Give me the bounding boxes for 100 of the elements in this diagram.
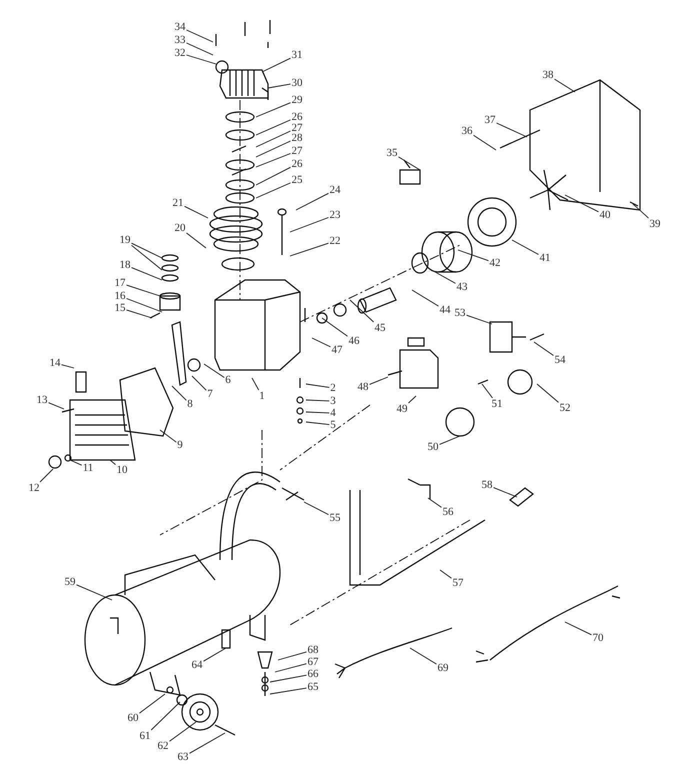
callout-number: 14	[48, 357, 62, 369]
callout-number: 70	[592, 632, 604, 644]
callout-number: 10	[116, 464, 128, 476]
callout-number: 1	[258, 390, 266, 402]
leader-line	[290, 217, 329, 232]
leader-line	[169, 722, 196, 742]
leader-line	[428, 268, 456, 284]
callout-number: 48	[356, 381, 370, 393]
leader-line	[184, 206, 208, 218]
callout-number: 38	[542, 69, 554, 81]
callout-number: 47	[330, 344, 344, 356]
leader-line	[440, 570, 452, 579]
leader-line	[256, 140, 291, 158]
callout-number: 17	[114, 277, 126, 289]
leader-line	[428, 498, 442, 508]
callout-number: 67	[306, 656, 320, 668]
leader-line	[296, 192, 329, 210]
leader-line	[410, 648, 437, 665]
leader-line	[536, 384, 559, 403]
callout-number: 64	[190, 659, 204, 671]
callout-number: 30	[290, 77, 304, 89]
leader-line	[61, 364, 74, 368]
leader-line	[398, 156, 420, 170]
leader-line	[312, 338, 331, 348]
leader-line	[534, 342, 554, 356]
leader-line	[554, 78, 576, 92]
callout-number: 69	[436, 662, 450, 674]
leader-line	[203, 648, 226, 662]
callout-number: 9	[176, 439, 184, 451]
callout-number: 66	[306, 668, 320, 680]
callout-number: 5	[329, 419, 337, 431]
callout-number: 63	[176, 751, 190, 763]
leader-line	[493, 487, 518, 498]
callout-number: 22	[328, 235, 342, 247]
leader-line	[306, 412, 330, 414]
leader-line	[270, 688, 307, 694]
leader-line	[131, 242, 162, 258]
callout-number: 53	[454, 307, 466, 319]
callout-number: 60	[126, 712, 140, 724]
leader-line	[110, 460, 116, 466]
callout-number: 28	[290, 132, 304, 144]
callout-number: 18	[118, 259, 132, 271]
callout-number: 58	[480, 479, 494, 491]
leader-line	[439, 436, 460, 445]
leader-line	[150, 702, 180, 730]
leader-line	[172, 386, 187, 401]
callout-number: 32	[174, 47, 186, 59]
leader-line	[290, 242, 329, 256]
callout-number: 3	[329, 395, 337, 407]
callout-number: 20	[174, 222, 186, 234]
callout-number: 68	[306, 644, 320, 656]
leader-line	[252, 378, 260, 390]
callout-number: 39	[648, 218, 662, 230]
callout-number: 29	[290, 94, 304, 106]
callout-number: 25	[290, 174, 304, 186]
callout-number: 7	[206, 388, 214, 400]
leader-line	[322, 318, 348, 337]
leader-line	[256, 182, 291, 198]
leader-line	[48, 402, 64, 410]
leader-line	[192, 376, 207, 391]
callout-number: 24	[328, 184, 342, 196]
leader-line	[40, 468, 54, 482]
leader-line	[139, 694, 166, 714]
leader-line	[350, 300, 374, 322]
leader-line	[473, 134, 496, 150]
callout-number: 49	[396, 403, 408, 415]
leader-line	[186, 30, 214, 42]
callout-number: 11	[82, 462, 94, 474]
callout-number: 15	[114, 302, 126, 314]
callout-number: 50	[426, 441, 440, 453]
leader-line	[126, 310, 152, 318]
leader-line	[458, 250, 489, 262]
leader-line	[186, 232, 206, 248]
leader-line	[369, 376, 388, 385]
leader-line	[160, 430, 177, 443]
leader-line	[274, 663, 307, 672]
leader-line	[408, 396, 416, 404]
callout-number: 19	[118, 234, 132, 246]
callout-number: 27	[290, 122, 304, 134]
callout-number: 21	[172, 197, 184, 209]
leader-line	[256, 166, 291, 186]
callout-number: 54	[554, 354, 566, 366]
callout-number: 16	[114, 290, 126, 302]
leader-line	[306, 384, 330, 388]
leader-line	[496, 122, 528, 138]
leader-line	[306, 400, 330, 402]
callout-number: 61	[138, 730, 152, 742]
leader-line	[189, 732, 226, 754]
callout-number: 2	[329, 382, 337, 394]
callout-number: 27	[290, 145, 304, 157]
callout-number: 33	[174, 34, 186, 46]
callout-number: 34	[174, 21, 186, 33]
callout-number: 23	[328, 209, 342, 221]
leader-line	[512, 240, 539, 255]
callout-number: 41	[538, 252, 552, 264]
leader-line	[70, 460, 82, 466]
callout-number: 40	[598, 209, 612, 221]
callout-number: 51	[490, 398, 504, 410]
leader-line	[204, 364, 225, 378]
leader-line	[256, 119, 291, 136]
